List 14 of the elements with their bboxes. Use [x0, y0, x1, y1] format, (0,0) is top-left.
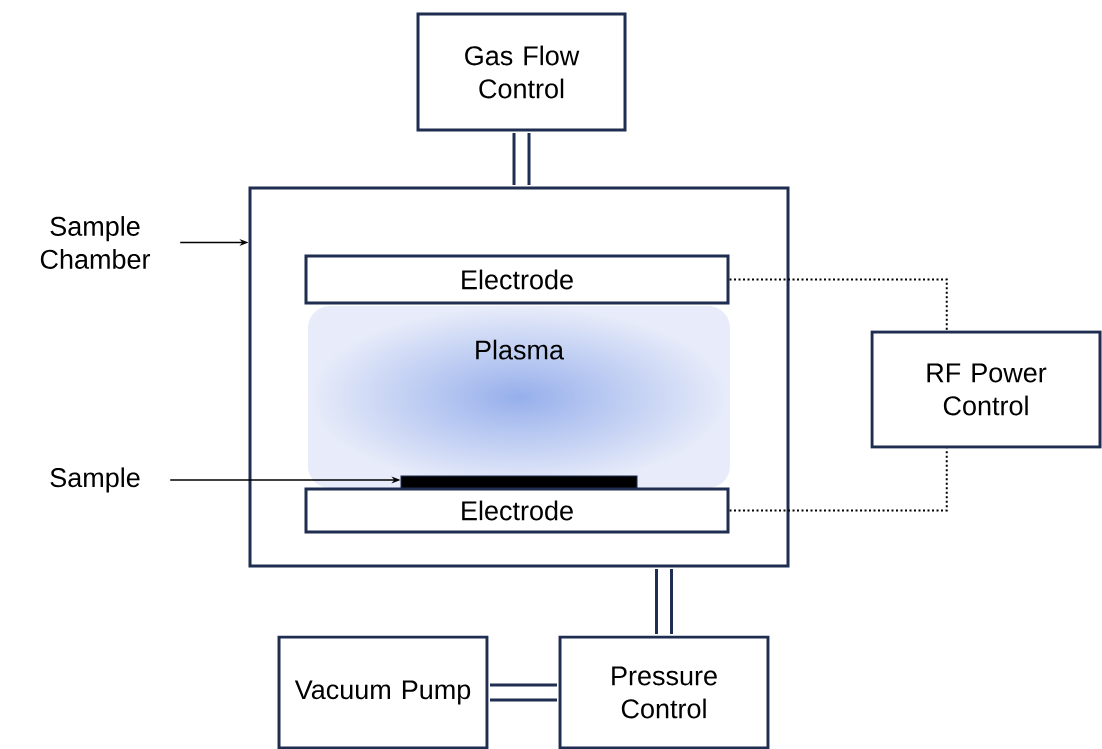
label-text: Sample Chamber [40, 216, 151, 269]
dotted-line [728, 278, 948, 332]
dotted-line [728, 447, 948, 512]
process-box: Pressure Control [558, 635, 770, 749]
label-text: Sample [50, 467, 140, 493]
pipe [655, 569, 673, 634]
pipe [490, 683, 557, 702]
process-box: RF Power Control [870, 330, 1102, 449]
process-box: Vacuum Pump [277, 635, 489, 749]
pipe [512, 133, 531, 185]
process-box: Electrode [304, 487, 730, 534]
process-box: Electrode [304, 254, 730, 305]
plasma-region: Plasma [476, 339, 564, 360]
process-box: Gas Flow Control [416, 12, 627, 132]
